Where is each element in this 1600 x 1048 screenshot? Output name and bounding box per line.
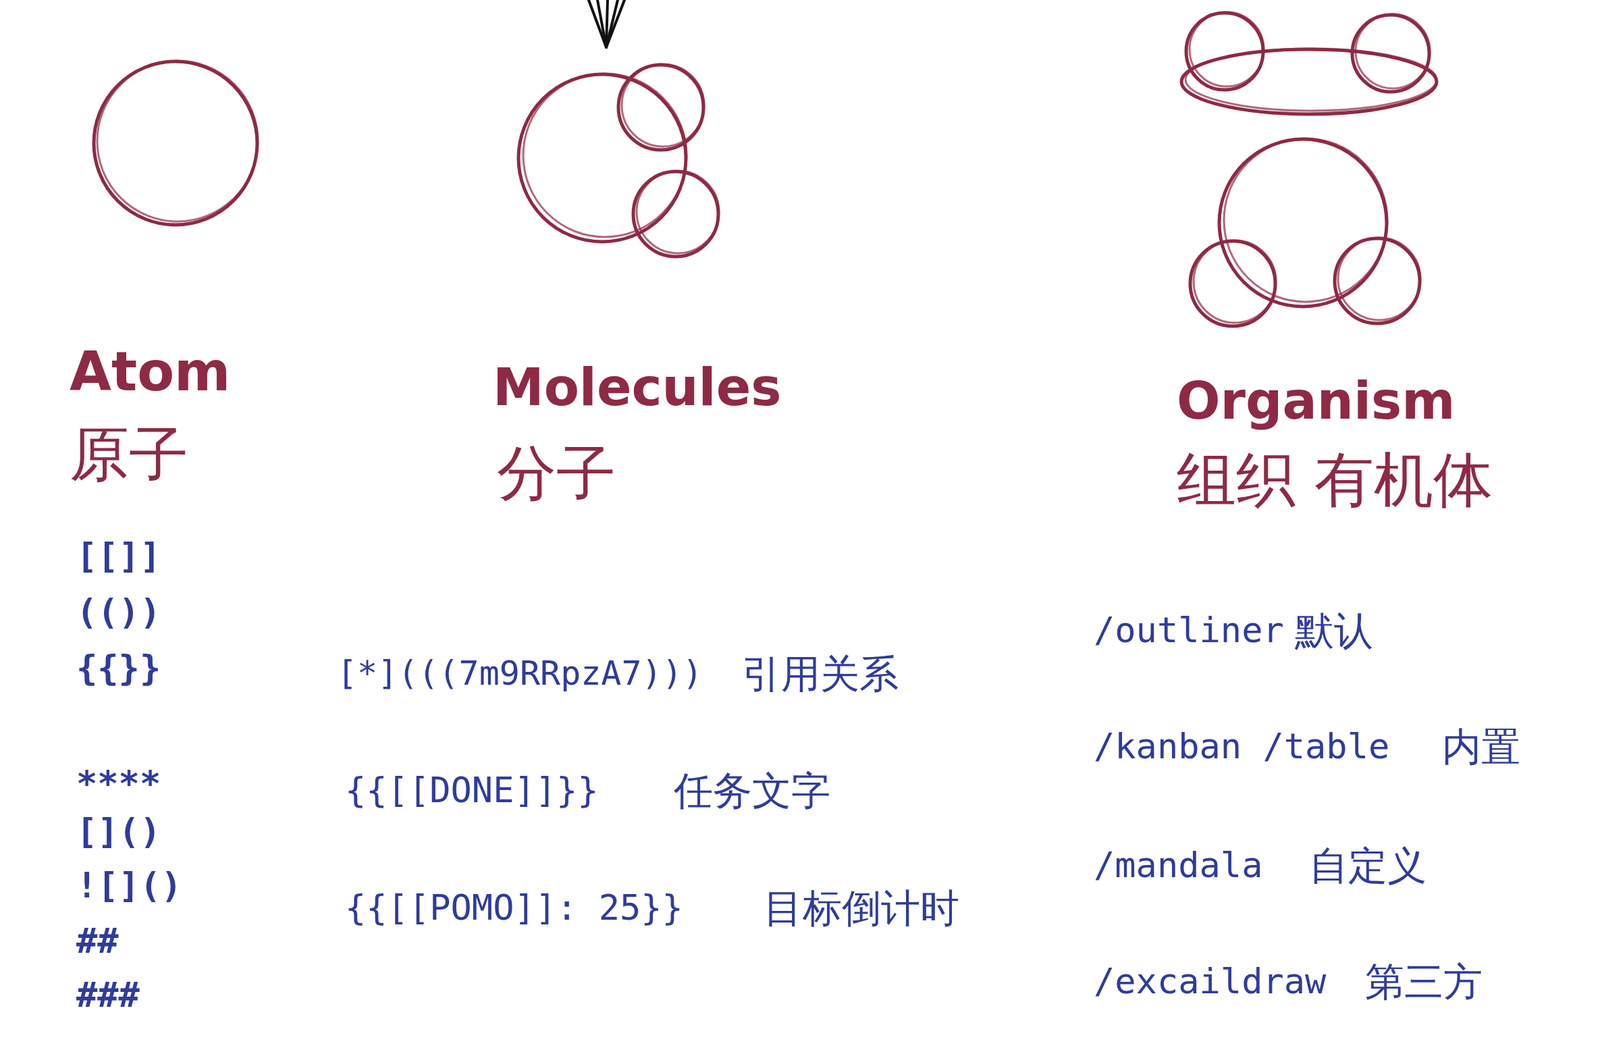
molecule-circles bbox=[518, 64, 719, 257]
section-subtitle: 原子 bbox=[69, 419, 189, 489]
command-item: /excaildraw bbox=[1093, 961, 1326, 1002]
syntax-note: 引用关系 bbox=[741, 651, 899, 697]
syntax-item: [*](((7m9RRpzA7))) bbox=[336, 654, 703, 694]
syntax-item: (()) bbox=[76, 592, 161, 633]
syntax-item: **** bbox=[76, 763, 161, 805]
section-title: Molecules bbox=[492, 357, 782, 417]
command-note: 内置 bbox=[1442, 724, 1521, 770]
atom-circle bbox=[93, 60, 258, 225]
pencil-cursor bbox=[588, 0, 625, 48]
command-item: /outliner bbox=[1093, 610, 1285, 651]
section-subtitle: 组织 有机体 bbox=[1176, 445, 1493, 514]
command-item: /kanban /table bbox=[1093, 726, 1390, 767]
syntax-item: {{[[POMO]]: 25}} bbox=[344, 887, 684, 929]
command-note: 默认 bbox=[1294, 608, 1374, 654]
command-item: /mandala bbox=[1093, 845, 1263, 886]
syntax-item: {{[[DONE]]}} bbox=[344, 770, 599, 811]
command-note: 第三方 bbox=[1365, 959, 1483, 1005]
syntax-item: {{}} bbox=[76, 648, 161, 689]
section-subtitle: 分子 bbox=[496, 438, 616, 508]
syntax-item: []() bbox=[76, 811, 161, 852]
syntax-item: ## bbox=[76, 920, 119, 962]
syntax-item: ### bbox=[76, 974, 140, 1016]
syntax-item: ![]() bbox=[76, 865, 183, 906]
section-title: Organism bbox=[1176, 371, 1455, 431]
syntax-item: [[]] bbox=[76, 536, 161, 577]
command-note: 自定义 bbox=[1309, 843, 1427, 889]
organism-figure bbox=[1181, 12, 1437, 327]
section-title: Atom bbox=[69, 340, 231, 404]
syntax-note: 目标倒计时 bbox=[763, 885, 960, 931]
syntax-note: 任务文字 bbox=[673, 768, 831, 814]
